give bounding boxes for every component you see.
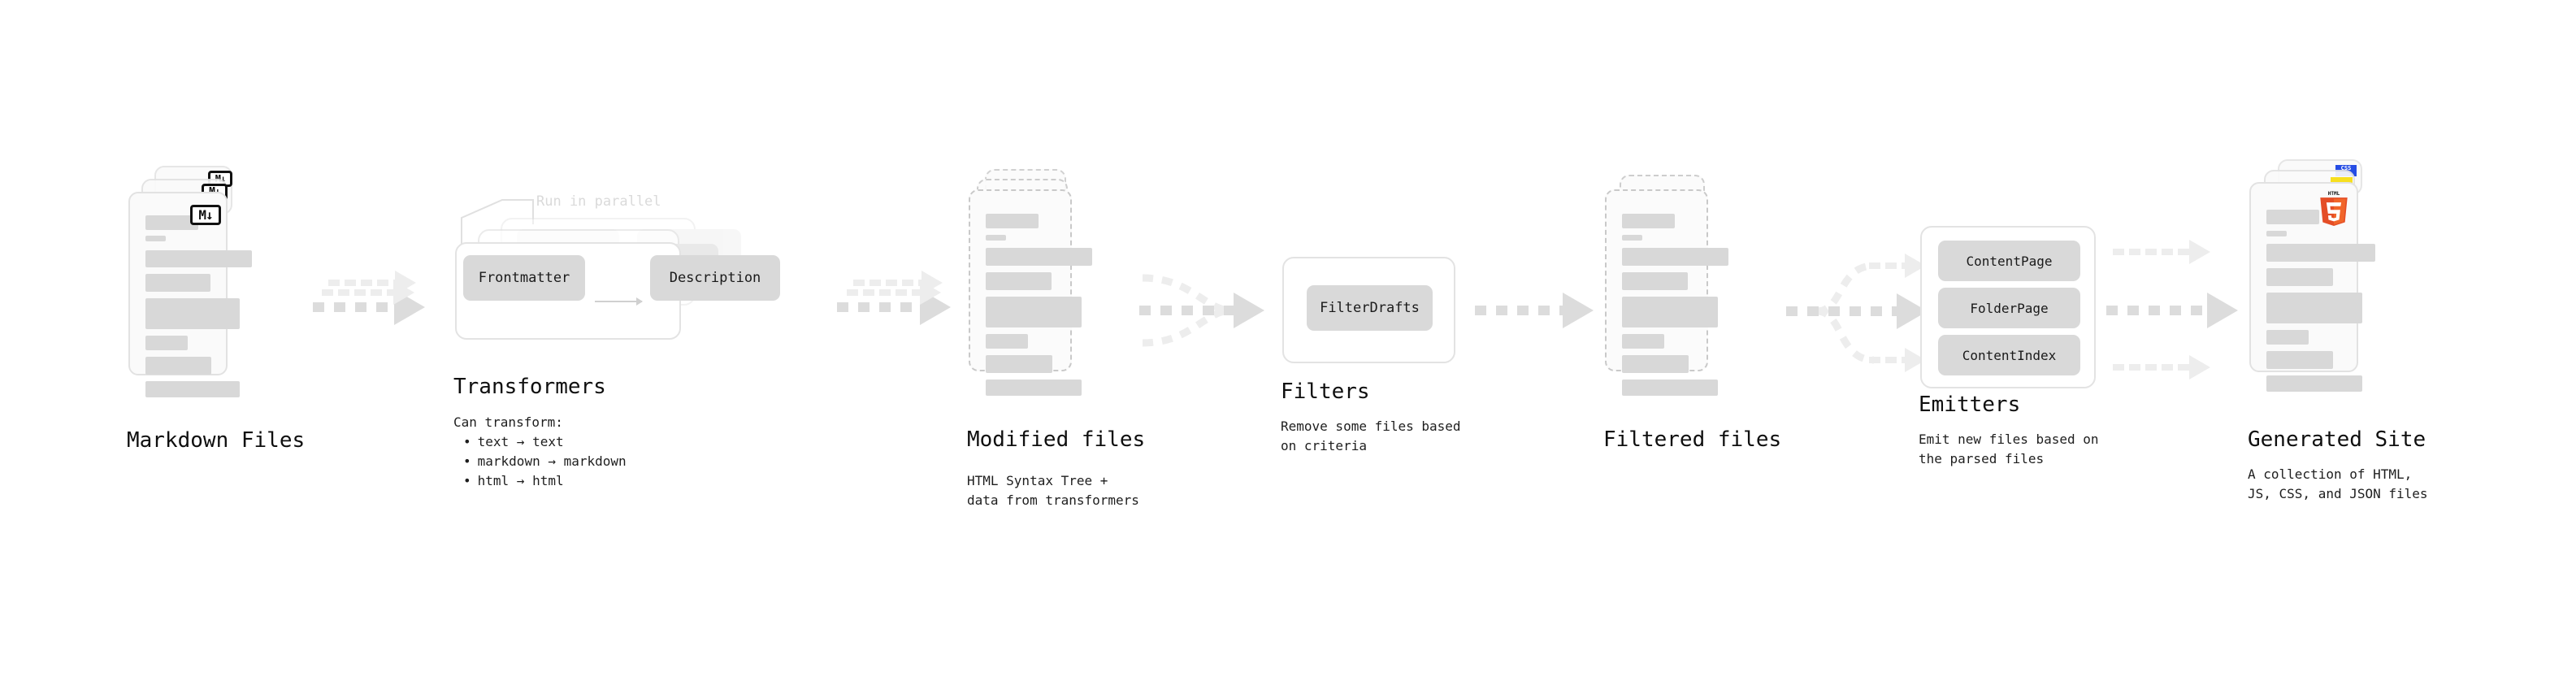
filtered-files-title: Filtered files xyxy=(1603,427,1782,452)
transformers-bullet-list: text → text markdown → markdown html → h… xyxy=(453,432,627,491)
filters-subtitle: Remove some files based on criteria xyxy=(1281,419,1461,453)
skeleton-bar xyxy=(145,274,210,292)
skeleton-bar xyxy=(145,250,252,267)
emitters-title: Emitters xyxy=(1919,393,2021,417)
modified-page-front xyxy=(969,189,1092,396)
skeleton-bar xyxy=(1622,297,1718,327)
skeleton-bar xyxy=(145,357,211,375)
skeleton-bar xyxy=(2266,375,2362,392)
run-in-parallel-bracket xyxy=(461,199,534,258)
skeleton-bar xyxy=(986,297,1082,327)
skeleton-bar xyxy=(1622,248,1728,266)
generated-site-title: Generated Site xyxy=(2248,427,2426,452)
skeleton-bar xyxy=(1622,235,1642,241)
skeleton-bar xyxy=(2266,330,2309,345)
emitters-box[interactable]: ContentPage FolderPage ContentIndex xyxy=(1920,226,2096,388)
skeleton-bar xyxy=(2266,268,2333,286)
filters-box[interactable]: FilterDrafts xyxy=(1282,257,1455,363)
transformers-title: Transformers xyxy=(453,375,606,399)
skeleton-bar xyxy=(2266,293,2362,323)
transformers-bullets-lead: Can transform: xyxy=(453,414,563,430)
skeleton-bar xyxy=(986,235,1006,241)
generated-site-subtitle: A collection of HTML, JS, CSS, and JSON … xyxy=(2248,466,2428,501)
filter-pill-filterdrafts[interactable]: FilterDrafts xyxy=(1307,285,1433,331)
skeleton-bar xyxy=(2266,231,2287,236)
skeleton-bar xyxy=(986,380,1082,396)
emitters-subtitle: Emit new files based on the parsed files xyxy=(1919,432,2099,466)
transformers-bullet-item: html → html xyxy=(463,471,627,491)
emitter-pill-contentpage[interactable]: ContentPage xyxy=(1938,241,2080,281)
skeleton-bar xyxy=(145,236,166,241)
skeleton-bar xyxy=(145,298,240,329)
skeleton-bar xyxy=(986,248,1092,266)
skeleton-bar xyxy=(1622,334,1664,349)
transformer-inner-arrow-front xyxy=(595,297,643,306)
modified-files-title: Modified files xyxy=(967,427,1146,452)
skeleton-bar xyxy=(986,355,1052,373)
transformer-pill-description[interactable]: Description xyxy=(650,255,780,301)
transformers-bullet-item: markdown → markdown xyxy=(463,452,627,471)
filtered-page-front xyxy=(1605,189,1728,396)
skeleton-bar xyxy=(145,336,188,350)
transformer-pill-frontmatter[interactable]: Frontmatter xyxy=(463,255,585,301)
svg-text:HTML: HTML xyxy=(2328,191,2340,197)
skeleton-bar xyxy=(2266,351,2333,369)
filters-title: Filters xyxy=(1281,380,1370,404)
skeleton-bar xyxy=(2266,244,2375,262)
markdown-badge-front: M↓ xyxy=(190,205,221,225)
transformers-bullets: Can transform: text → text markdown → ma… xyxy=(453,413,627,491)
markdown-files-title: Markdown Files xyxy=(127,428,306,453)
run-in-parallel-label: Run in parallel xyxy=(536,193,661,210)
css-badge-label: CSS xyxy=(2340,165,2352,171)
skeleton-bar xyxy=(986,272,1052,290)
skeleton-bar xyxy=(1622,272,1688,290)
skeleton-bar xyxy=(986,214,1039,228)
site-page-front xyxy=(2249,182,2375,392)
skeleton-bar xyxy=(1622,214,1675,228)
skeleton-bar xyxy=(145,215,198,230)
emitter-pill-contentindex[interactable]: ContentIndex xyxy=(1938,335,2080,375)
emitter-pill-folderpage[interactable]: FolderPage xyxy=(1938,288,2080,328)
html5-icon: HTML xyxy=(2320,191,2348,226)
skeleton-bar xyxy=(1622,355,1689,373)
skeleton-bar xyxy=(145,381,240,397)
skeleton-bar xyxy=(986,334,1028,349)
transformers-bullet-item: text → text xyxy=(463,432,627,452)
skeleton-bar xyxy=(2266,210,2319,224)
skeleton-bar xyxy=(1622,380,1718,396)
modified-files-subtitle: HTML Syntax Tree + data from transformer… xyxy=(967,473,1139,508)
